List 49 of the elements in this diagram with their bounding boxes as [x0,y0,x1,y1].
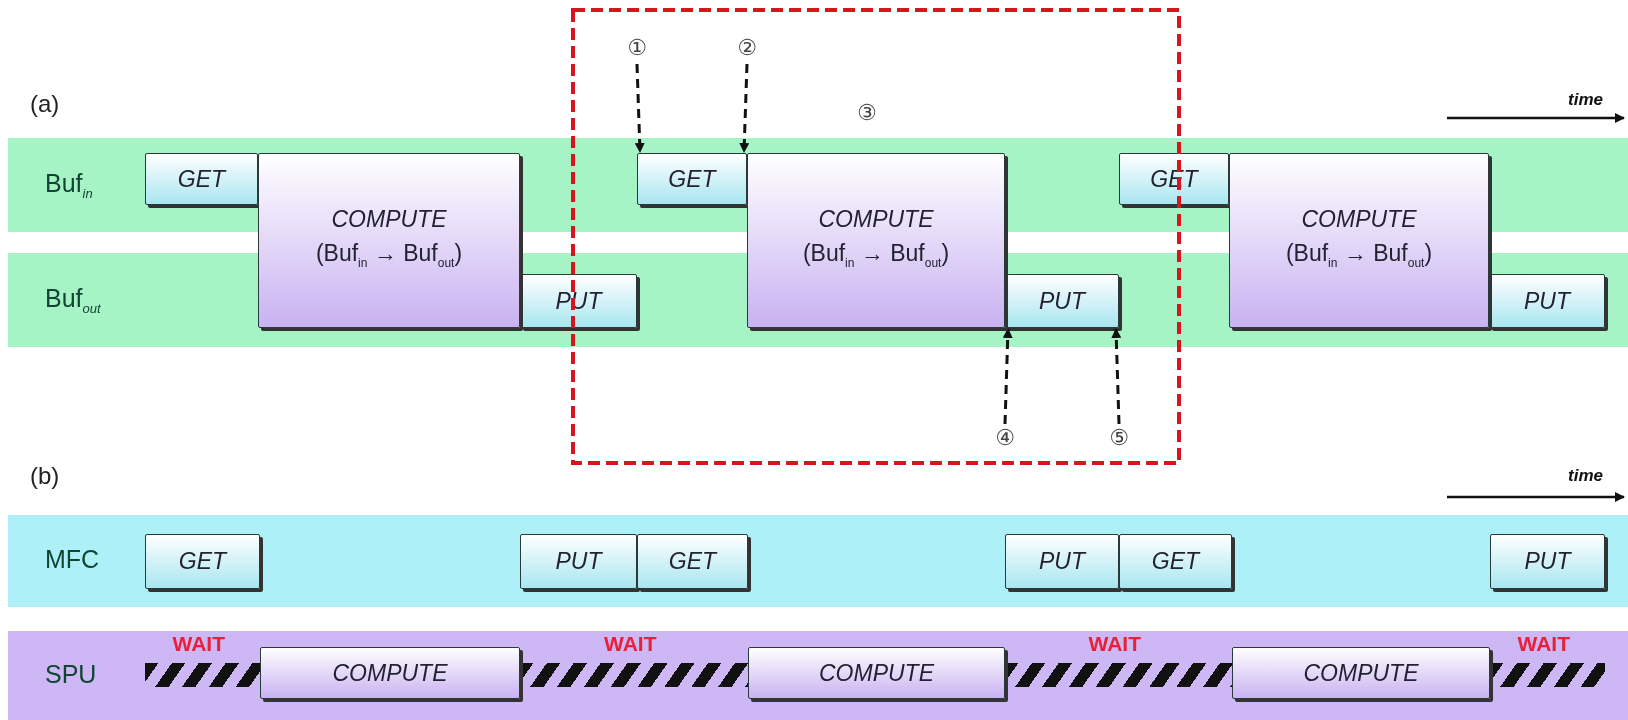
axis-label: time [1568,466,1603,486]
callout-number: ④ [993,426,1017,452]
transfer-box: GET [637,153,747,205]
transfer-box: PUT [1489,274,1605,328]
lane-label: Buf$_{in}$ [45,169,93,201]
callout-number: ⑤ [1107,426,1131,452]
box-title: COMPUTE [331,204,447,234]
compute-box [1229,153,1489,328]
lane-label: MFC [45,545,100,574]
compute-box [258,153,520,328]
axis-label: time [1568,90,1603,110]
box-title: COMPUTE [1301,204,1417,234]
transfer-box: PUT [520,534,637,589]
transfer-box: PUT [1005,534,1119,589]
compute-box: COMPUTE [1232,647,1490,699]
wait-label: WAIT [172,632,225,656]
callout-number: ① [625,36,649,62]
lane-label: Buf$_{out}$ [45,284,101,316]
lane-label: SPU [45,659,97,689]
wait-bar [1005,663,1232,687]
transfer-box: GET [145,153,258,205]
wait-bar [145,663,260,687]
dashed-arrow [1111,328,1122,425]
wait-bar [520,663,748,687]
dashed-arrow [739,63,750,153]
compute-box: COMPUTE [260,647,520,699]
dashed-arrow [1002,328,1013,425]
wait-label: WAIT [604,632,657,656]
panel-label: (b) [30,462,60,490]
box-text: (Buf$_{in}$ → Buf$_{out}$) [315,238,463,272]
dashed-arrow [634,63,645,153]
compute-box: COMPUTE [748,647,1005,699]
lane-band [8,515,1628,607]
wait-label: WAIT [1088,632,1141,656]
transfer-box: PUT [1490,534,1605,589]
transfer-box: GET [637,534,748,589]
transfer-box: GET [145,534,260,589]
box-text: (Buf$_{in}$ → Buf$_{out}$) [1285,238,1433,272]
panel-label: (a) [30,90,60,118]
transfer-box: PUT [1005,274,1119,328]
lane-band [8,631,1628,720]
box-text: (Buf$_{in}$ → Buf$_{out}$) [802,238,950,272]
transfer-box: GET [1119,534,1232,589]
callout-number: ③ [857,100,877,125]
compute-box [747,153,1005,328]
box-title: COMPUTE [818,204,934,234]
callout-number: ② [735,36,759,62]
wait-bar [1490,663,1605,687]
wait-label: WAIT [1517,632,1570,656]
